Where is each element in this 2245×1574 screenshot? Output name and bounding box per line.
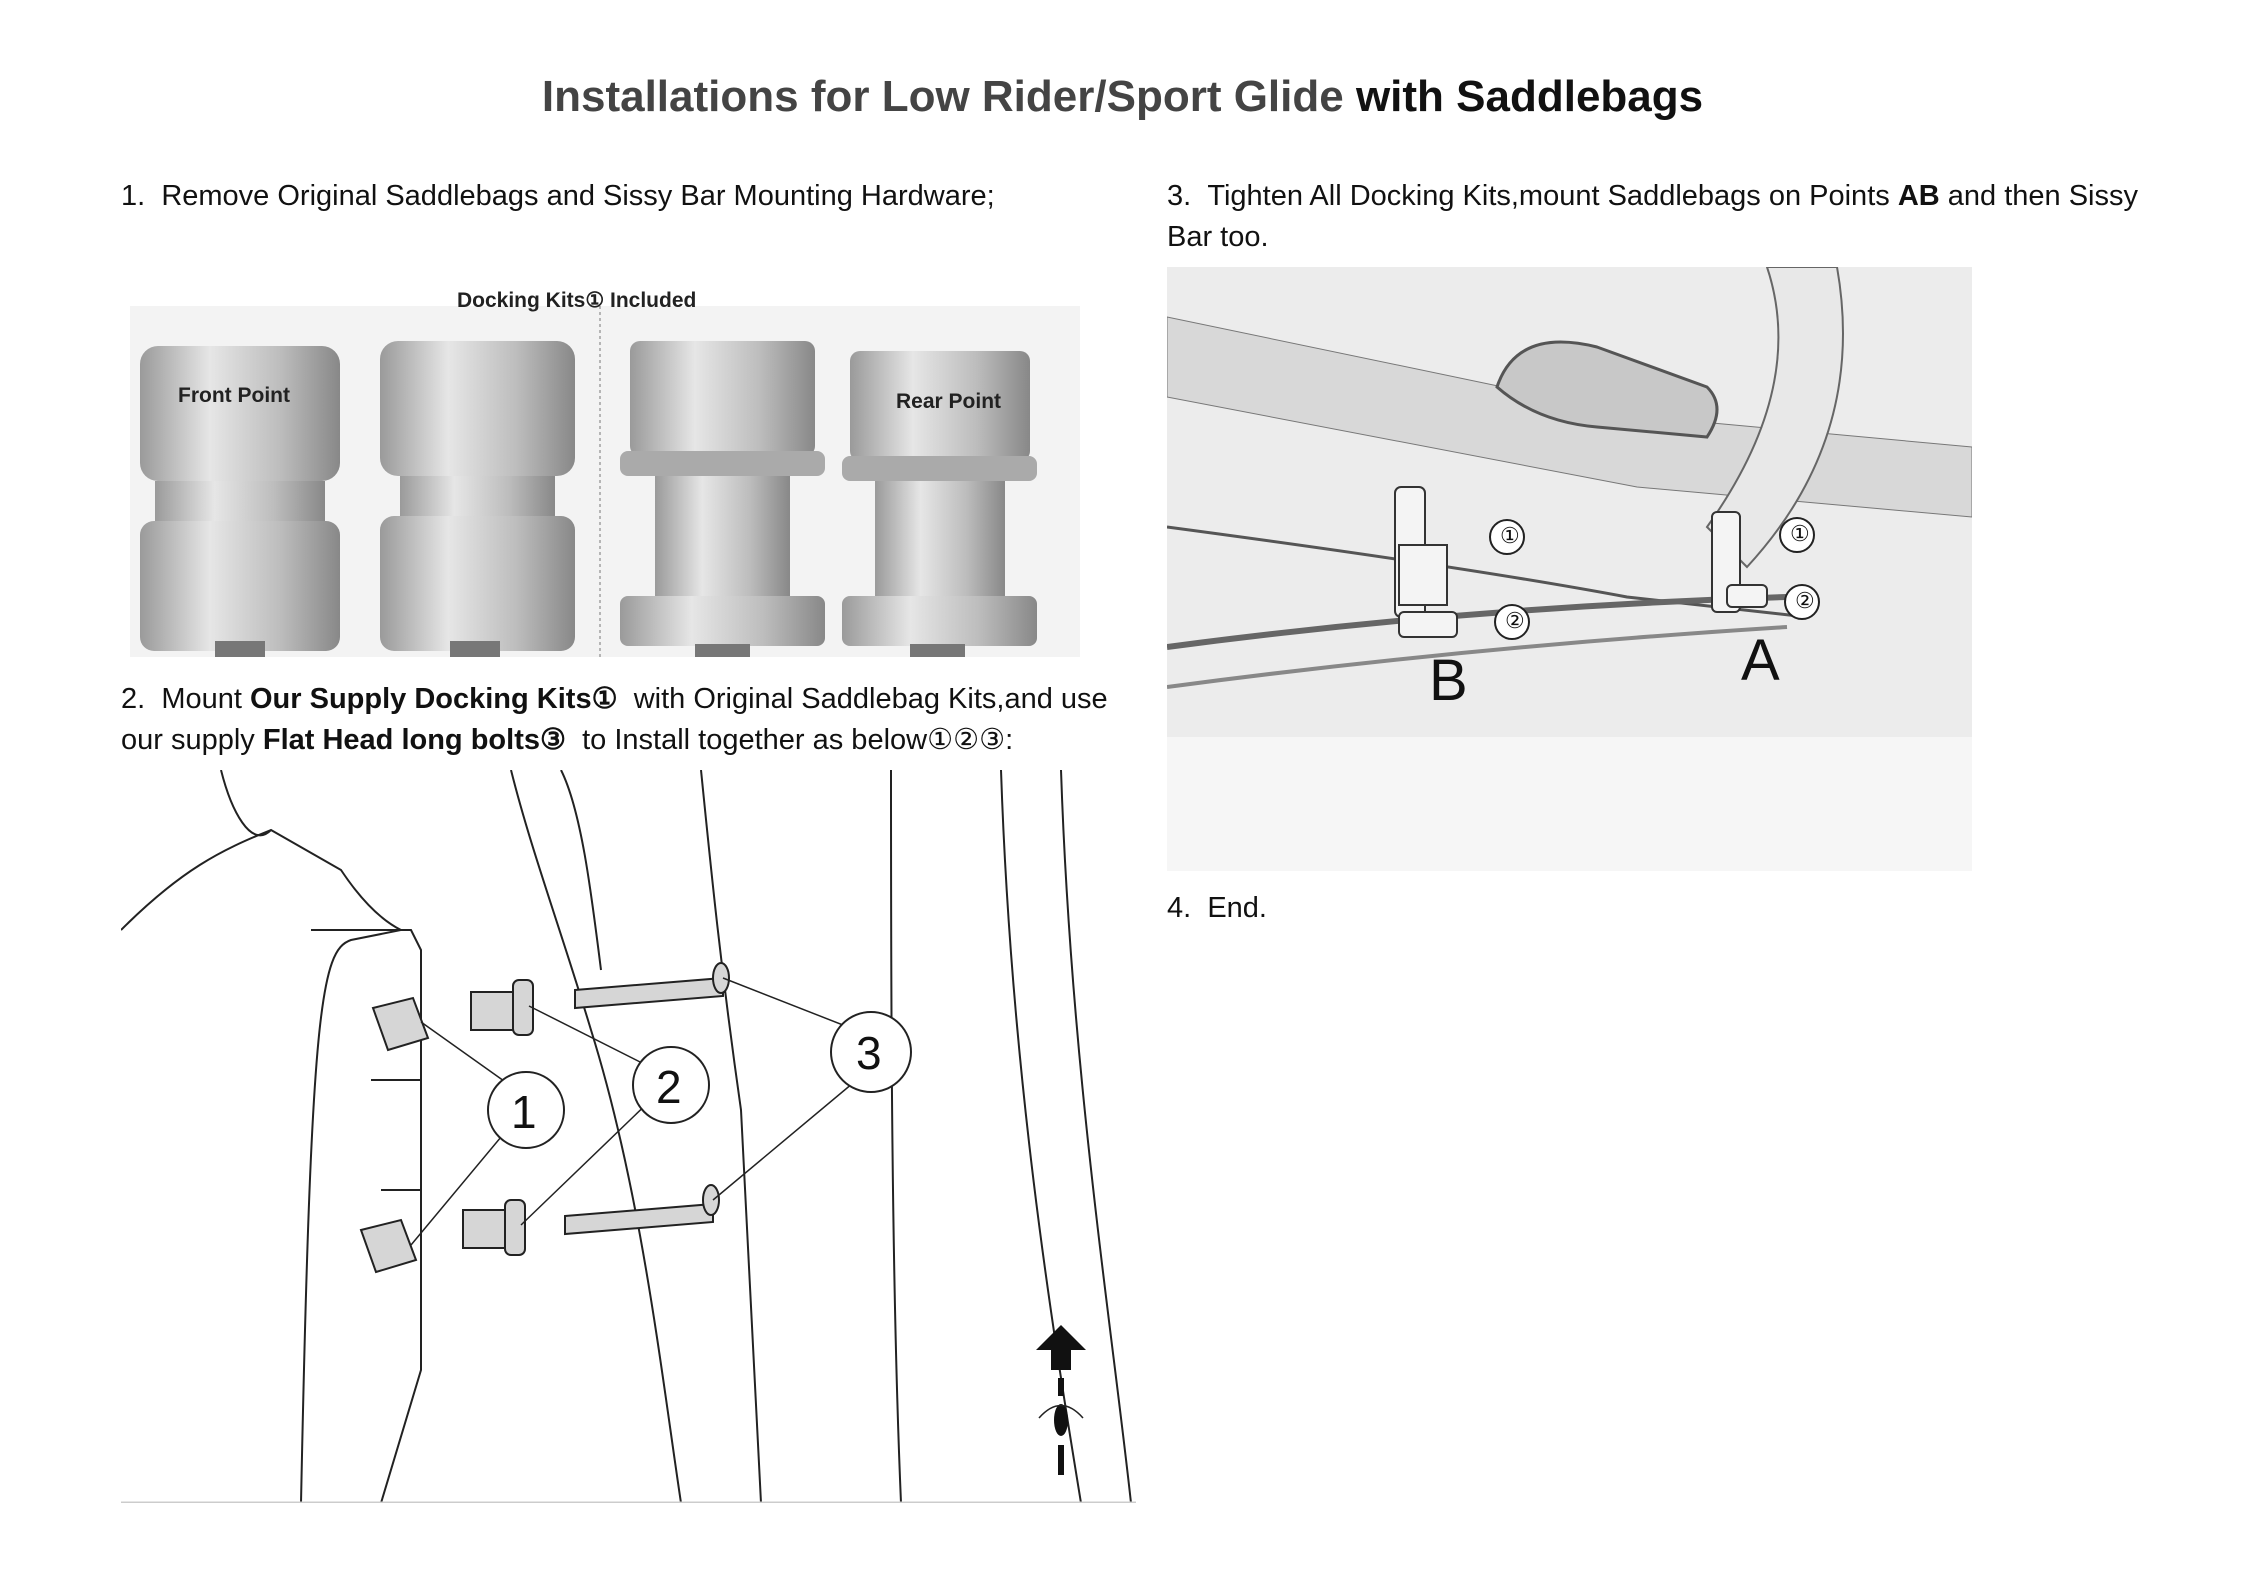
step-text: Bar too. [1167, 221, 1269, 253]
step-2: 2. Mount Our Supply Docking Kits① with O… [121, 679, 1108, 761]
installation-diagram: 1 2 3 [120, 769, 1136, 1505]
docking-kits-photo: Docking Kits① Included Front Point Rear … [130, 289, 1080, 657]
step-text: with Original Saddlebag Kits,and use [617, 683, 1108, 715]
step-number: 3. [1167, 180, 1192, 212]
step-number: 2. [121, 683, 146, 715]
callout-1: 1 [511, 1086, 537, 1138]
step-text: Mount [161, 683, 250, 715]
step-text-bold: AB [1897, 180, 1940, 212]
callout-2: 2 [656, 1061, 682, 1113]
step-number: 4. [1167, 892, 1192, 924]
step-1: 1. Remove Original Saddlebags and Sissy … [121, 176, 995, 217]
page-title: Installations for Low Rider/Sport Glide … [0, 72, 2245, 122]
marker-1-a: ① [1790, 521, 1810, 546]
point-b-label: B [1429, 648, 1468, 713]
front-direction-arrow-icon [1036, 1325, 1086, 1475]
title-part1: Installations for Low Rider/Sport Glide [541, 72, 1356, 121]
step-text-bold: Our Supply Docking Kits① [249, 683, 618, 715]
marker-1-b: ① [1500, 523, 1520, 548]
rear-point-label: Rear Point [896, 390, 1002, 413]
front-point-label: Front Point [178, 384, 290, 407]
front-point-spacer [140, 346, 340, 657]
docking-kits-illustration [140, 306, 1037, 657]
step-text: Tighten All Docking Kits,mount Saddlebag… [1207, 180, 1898, 212]
step-number: 1. [121, 180, 146, 212]
step-text: our supply [121, 724, 263, 756]
point-a-label: A [1741, 628, 1780, 693]
step-3: 3. Tighten All Docking Kits,mount Saddle… [1167, 176, 2138, 258]
mounted-points-photo: ① ② ① ② B A [1167, 267, 1972, 871]
mounted-points-sketch [1167, 267, 1972, 871]
title-part2: with Saddlebags [1355, 72, 1704, 121]
callout-3: 3 [856, 1027, 882, 1079]
marker-2-b: ② [1505, 608, 1525, 633]
step-text: to Install together as below①②③: [565, 724, 1014, 756]
step-4: 4. End. [1167, 888, 1267, 929]
step-text: End. [1207, 892, 1267, 924]
step-text-bold: Flat Head long bolts③ [262, 724, 566, 756]
docking-kits-caption: Docking Kits① Included [457, 289, 697, 312]
step-text: Remove Original Saddlebags and Sissy Bar… [161, 180, 995, 212]
marker-2-a: ② [1795, 588, 1815, 613]
step-text: and then Sissy [1939, 180, 2138, 212]
installation-line-drawing [120, 769, 1136, 1505]
